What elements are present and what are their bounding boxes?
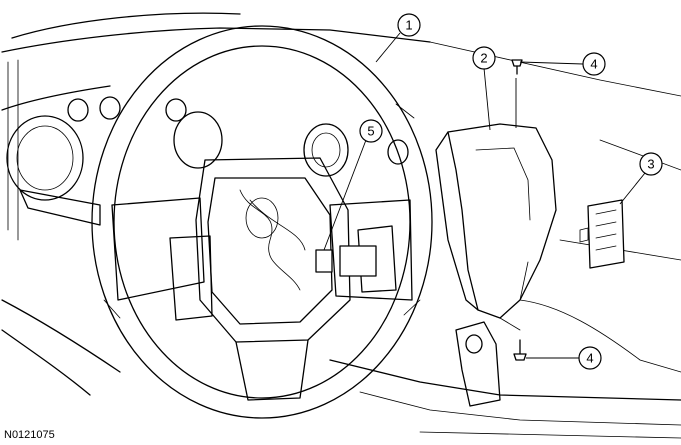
callout-5-label: 5 [367,124,374,139]
steering-wheel [91,25,433,419]
clip-part [339,245,377,277]
callout-2-label: 2 [480,51,487,66]
callout-4-upper: 4 [582,52,606,76]
instrument-cluster [6,96,409,226]
steering-column-shroud [435,123,557,331]
callout-2: 2 [472,46,496,70]
upper-screw [511,59,523,75]
figure-id-label: N0121075 [4,429,55,441]
callout-4-upper-label: 4 [590,57,597,72]
dashboard-outline [1,12,681,439]
callout-5: 5 [359,119,383,143]
leader-lines [323,32,646,359]
callout-4-lower-label: 4 [586,351,593,366]
lower-screw [513,339,527,361]
column-mount [455,321,501,407]
callout-1-label: 1 [405,18,412,33]
callout-1: 1 [397,13,421,37]
switch-assembly [579,199,625,269]
electrical-connector-part [315,249,333,273]
callout-3-label: 3 [647,157,654,172]
callout-3: 3 [639,152,663,176]
callout-4-lower: 4 [578,346,602,370]
